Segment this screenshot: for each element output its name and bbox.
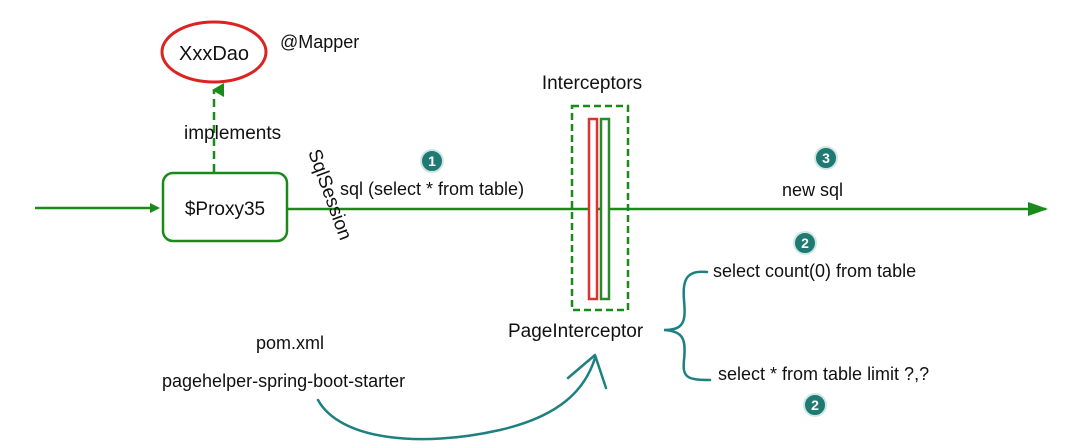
dao-label: XxxDao — [179, 43, 249, 65]
svg-text:2: 2 — [811, 397, 819, 413]
curve-arrowhead — [566, 353, 608, 390]
proxy-box — [161, 171, 289, 243]
pom-label: pom.xml — [256, 333, 324, 353]
step-3-badge: 3 — [814, 146, 838, 170]
svg-text:2: 2 — [801, 235, 809, 251]
svg-text:3: 3 — [822, 150, 830, 166]
step-2-badge-top: 2 — [793, 231, 817, 255]
interceptors-label: Interceptors — [542, 73, 642, 94]
count-sql-label: select count(0) from table — [713, 261, 916, 281]
implements-label: implements — [184, 123, 281, 144]
green-interceptor-bar — [599, 117, 611, 301]
interceptors-dashed-box — [570, 104, 630, 312]
sql-label: sql (select * from table) — [340, 179, 524, 199]
starter-label: pagehelper-spring-boot-starter — [162, 371, 405, 391]
starter-to-interceptor-arrow — [316, 356, 597, 441]
sql-split-brace — [663, 270, 712, 382]
page-interceptor-label: PageInterceptor — [508, 321, 644, 342]
step-2-badge-bottom: 2 — [803, 393, 827, 417]
svg-text:1: 1 — [428, 153, 436, 169]
limit-sql-label: select * from table limit ?,? — [718, 364, 929, 384]
proxy-label: $Proxy35 — [185, 199, 265, 220]
new-sql-label: new sql — [782, 180, 843, 200]
red-interceptor-bar — [587, 117, 599, 301]
mapper-annotation: @Mapper — [280, 32, 359, 52]
step-1-badge: 1 — [420, 149, 444, 173]
dao-ellipse — [160, 20, 268, 84]
